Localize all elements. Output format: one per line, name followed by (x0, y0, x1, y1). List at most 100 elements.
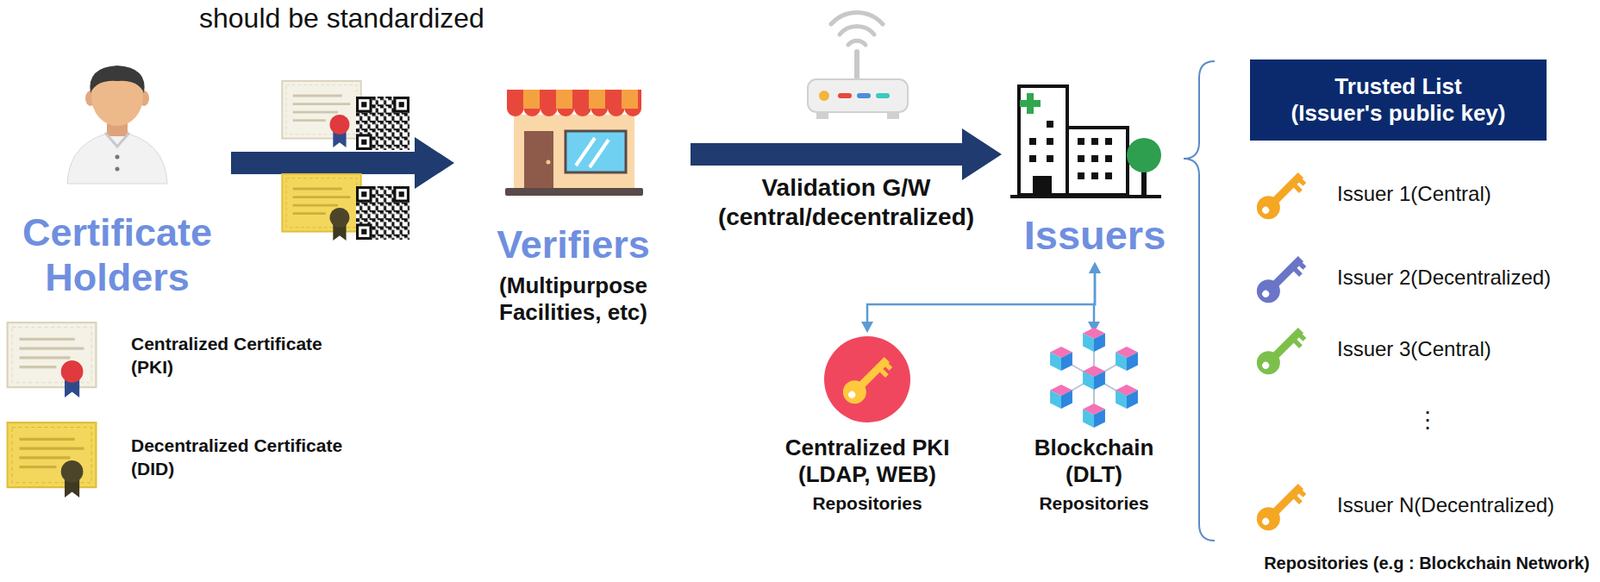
arrow-head (1088, 262, 1101, 274)
router-icon-part (837, 93, 852, 99)
hospital-icon-part-part (1105, 172, 1113, 180)
person-icon-part (115, 155, 120, 160)
issuer-key-icons-part (1251, 250, 1309, 308)
store-icon-part (621, 89, 638, 109)
issuer-label: Issuer 3(Central) (1337, 337, 1492, 363)
issuer-label: Issuer 2(Decentralized) (1337, 265, 1551, 291)
arrow-head (962, 128, 1002, 181)
store-icon (505, 89, 644, 196)
router-icon-part (856, 93, 871, 99)
node-title: Verifiers (464, 222, 682, 268)
arrow-head (861, 321, 874, 333)
store-icon-part (506, 89, 642, 109)
legend-certificate-icons-part (7, 322, 97, 398)
store-icon-part (523, 89, 540, 109)
connector-arrow (861, 262, 1101, 333)
node-subtitle: Repositories (1024, 491, 1164, 515)
store-icon-part (524, 131, 554, 191)
hospital-icon-part (1046, 120, 1054, 128)
arrow-shaft (690, 143, 964, 166)
hospital-icon-part-part (1091, 155, 1099, 163)
blockchain-icon-part (1115, 346, 1138, 371)
legend-item: Decentralized Certificate (DID) (131, 433, 360, 482)
blockchain-icon-part (1082, 403, 1106, 428)
legend-text: Decentralized Certificate (DID) (131, 433, 360, 482)
legend-certificate-icons (7, 322, 97, 498)
hospital-icon-part-part (1077, 172, 1085, 180)
issuer-label: Issuer 1(Central) (1337, 181, 1492, 207)
pki-key-icon-part (824, 336, 911, 423)
node-title: Trusted List (Issuer's public key) (1260, 73, 1537, 127)
node-box: Verifiers(Multipurpose Facilities, etc) (461, 86, 686, 326)
connector-arrow (690, 128, 1002, 181)
router-icon-part (816, 112, 829, 119)
pki-key-icon (824, 336, 911, 423)
legend-item: Centralized Certificate (PKI) (131, 331, 360, 380)
hospital-icon-part (1019, 100, 1041, 107)
store-icon-part (506, 108, 642, 117)
store-icon-part (546, 160, 551, 165)
issuer-key-icons (1251, 167, 1309, 536)
issuer-key-icons-part (1251, 322, 1309, 380)
arrow-head (414, 137, 455, 189)
blockchain-icon-part (1050, 384, 1073, 409)
hospital-icon-part (1067, 127, 1128, 195)
router-icon-part (875, 93, 890, 99)
certificate-icons-part (356, 186, 410, 240)
router-icon (807, 12, 908, 119)
person-icon-part (89, 65, 144, 94)
hospital-icon-part (1077, 137, 1113, 180)
connector-line (867, 270, 1095, 325)
hospital-icon-part (1029, 137, 1037, 145)
certificate-icons (281, 81, 410, 241)
ellipsis-mark: ⋮ (1416, 406, 1439, 434)
hospital-icon-part (1046, 155, 1054, 163)
router-icon-part (854, 51, 860, 82)
hospital-icon-part-part (1077, 137, 1085, 145)
node-title: Certificate Holders (12, 210, 223, 300)
router-icon-part (887, 112, 900, 119)
hospital-icon-part-part (1091, 137, 1099, 145)
node-box: Blockchain (DLT)Repositories (1020, 334, 1168, 516)
router-icon-part (807, 79, 908, 113)
blockchain-icon-part (1050, 346, 1073, 371)
legend-text: Centralized Certificate (PKI) (131, 331, 360, 380)
person-icon (67, 65, 168, 184)
pki-key-icon-part (837, 351, 895, 409)
hospital-icon-part-part (1105, 137, 1113, 145)
edge-label: Validation G/W (central/decentralized) (700, 173, 994, 232)
store-icon-part (589, 139, 609, 168)
hospital-icon-part (1046, 137, 1054, 145)
blockchain-icon-part (1115, 384, 1138, 409)
blockchain-icon (1050, 327, 1138, 428)
blockchain-icon-part (1082, 365, 1106, 390)
arrow-head (1088, 262, 1101, 274)
header-box: Trusted List (Issuer's public key) (1250, 59, 1547, 141)
router-icon-part (831, 12, 883, 25)
node-subtitle: Repositories (771, 491, 963, 515)
issuer-key-icons-part (1251, 167, 1309, 225)
node-title: Centralized PKI (LDAP, WEB) (771, 434, 963, 488)
connector-arrow (1087, 262, 1101, 333)
person-icon-part (67, 131, 168, 184)
store-icon-part (588, 89, 606, 109)
connector-line (1093, 270, 1095, 325)
hospital-icon-part (1032, 175, 1052, 195)
certificate-icons-part (281, 81, 361, 148)
hospital-icon-part (1126, 137, 1162, 173)
hospital-icon-part (1018, 86, 1068, 195)
hospital-icon (1010, 86, 1162, 197)
certificate-icons-part (281, 174, 361, 241)
node-subtitle: (Multipurpose Facilities, etc) (464, 272, 682, 326)
person-icon-part (105, 132, 130, 147)
store-icon-part (513, 114, 635, 191)
heading-fragment: should be standardized (199, 1, 485, 35)
issuer-key-icons-part (1251, 478, 1309, 536)
store-icon-part (505, 187, 644, 196)
router-icon-part (818, 90, 830, 101)
node-title: Issuers (1012, 212, 1178, 259)
node-box: Centralized PKI (LDAP, WEB) Repositories (768, 334, 967, 516)
legend-certificate-icons-part (7, 422, 97, 498)
